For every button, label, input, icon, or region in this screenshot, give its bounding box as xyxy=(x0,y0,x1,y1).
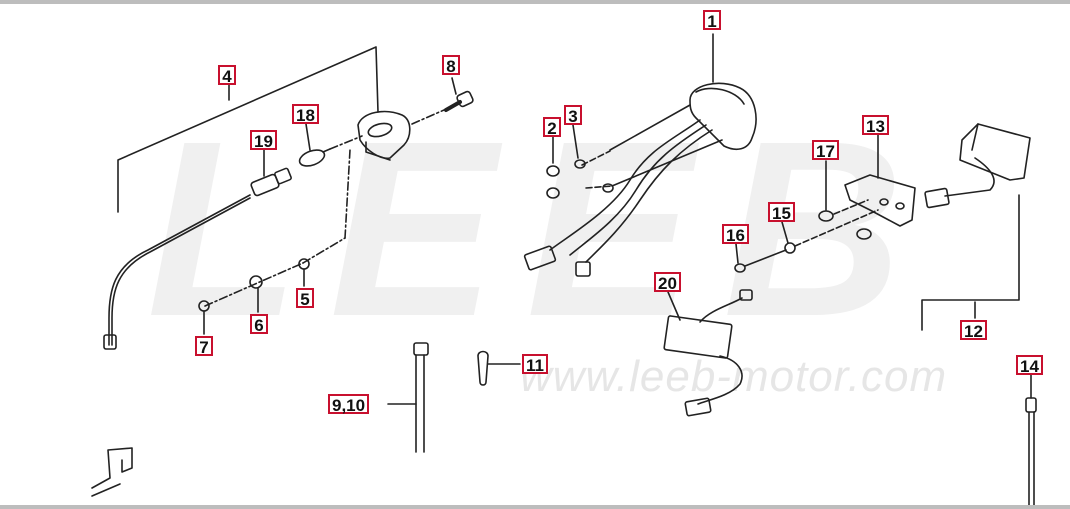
group-bracket-4 xyxy=(117,46,379,213)
callout-11: 11 xyxy=(522,354,548,375)
part-19-cable xyxy=(103,167,292,350)
parts-2-3 xyxy=(546,150,614,199)
part-20-module xyxy=(663,289,753,417)
callout-5: 5 xyxy=(296,288,314,309)
part-11-pin xyxy=(477,350,521,386)
callout-18: 18 xyxy=(292,104,319,125)
top-border xyxy=(0,0,1070,4)
callout-19: 19 xyxy=(250,130,277,151)
watermark-url: www.leeb-motor.com xyxy=(520,352,948,401)
callout-14: 14 xyxy=(1016,355,1043,376)
label-leaders xyxy=(203,33,976,335)
part-14-strap xyxy=(1025,374,1037,506)
callout-17: 17 xyxy=(812,140,839,161)
part-12-plate-light xyxy=(921,123,1031,331)
callout-13: 13 xyxy=(862,115,889,136)
part-18-bulb xyxy=(298,148,331,167)
callout-7: 7 xyxy=(195,336,213,357)
part-1-tail-light xyxy=(523,82,757,277)
callout-20: 20 xyxy=(654,272,681,293)
callout-15: 15 xyxy=(768,202,795,223)
bottom-border xyxy=(0,505,1070,509)
part-8-screw xyxy=(444,90,474,112)
callout-4: 4 xyxy=(218,65,236,86)
parts-15-16 xyxy=(734,209,879,273)
callout-3: 3 xyxy=(564,105,582,126)
callout-1: 1 xyxy=(703,10,721,31)
part-4-housing xyxy=(357,110,411,161)
callout-16: 16 xyxy=(722,224,749,245)
callout-8: 8 xyxy=(442,55,460,76)
part-9-10-bolt xyxy=(387,342,429,453)
partial-bracket xyxy=(91,447,133,497)
leaders-left xyxy=(204,109,445,307)
callout-9-10: 9,10 xyxy=(328,394,370,415)
callout-2: 2 xyxy=(543,117,561,138)
callout-6: 6 xyxy=(250,314,268,335)
callout-12: 12 xyxy=(960,320,987,341)
